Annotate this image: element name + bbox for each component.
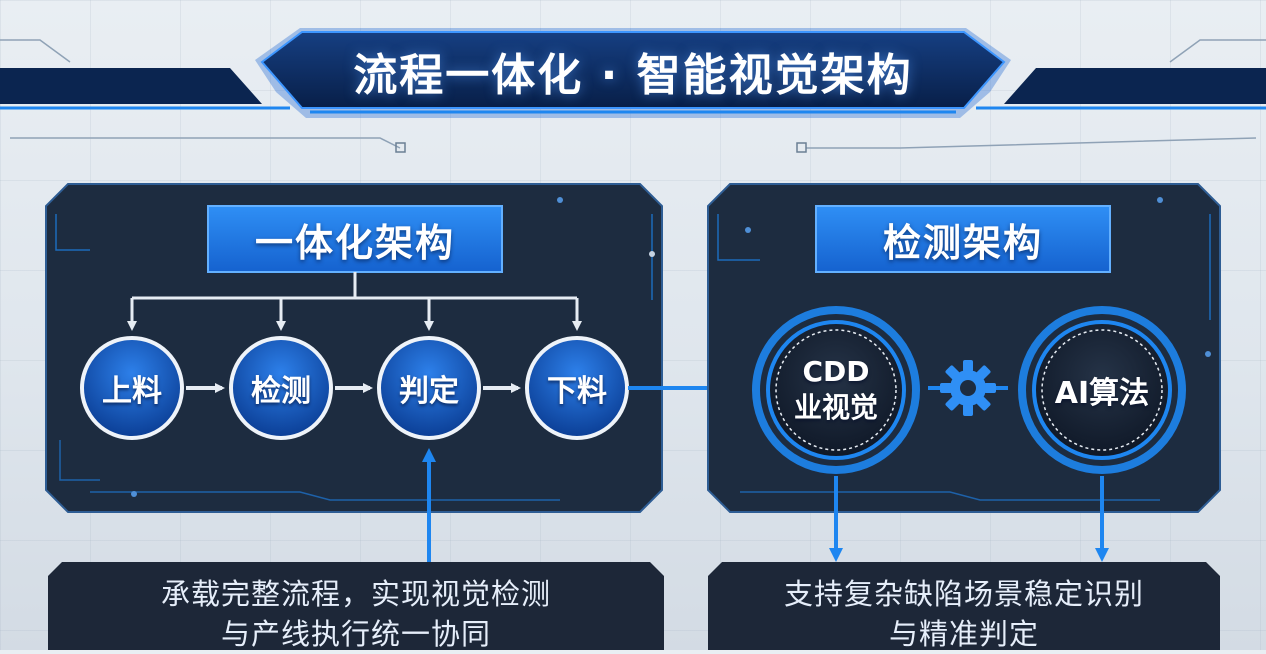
node-ai-circle (1018, 306, 1186, 474)
left-caption-line1: 承载完整流程，实现视觉检测 (160, 577, 551, 611)
gear-icon (928, 360, 1008, 416)
node-cdd: CDD 业视觉 (776, 330, 896, 450)
left-panel (45, 183, 663, 513)
right-panel-label: 检测架构 (882, 220, 1043, 265)
page-title: 流程一体化 · 智能视觉架构 (353, 50, 913, 101)
right-caption: 支持复杂缺陷场景稳定识别 与精准判定 (708, 574, 1220, 651)
node-xialiao: 下料 (547, 374, 607, 409)
right-panel-label-box (815, 205, 1111, 273)
left-caption: 承载完整流程，实现视觉检测 与产线执行统一协同 (48, 574, 664, 651)
node-panding-circle (377, 336, 481, 440)
right-caption-line2: 与精准判定 (888, 617, 1039, 651)
node-cdd-line1: CDD (802, 355, 870, 388)
node-shangliao: 上料 (102, 374, 162, 409)
node-shangliao-circle (80, 336, 184, 440)
node-jiance: 检测 (251, 374, 311, 409)
title-banner (0, 28, 1266, 153)
node-xialiao-circle (525, 336, 629, 440)
node-cdd-line2: 业视觉 (793, 391, 878, 424)
left-panel-label-box (207, 205, 503, 273)
node-panding: 判定 (399, 374, 459, 409)
node-jiance-circle (229, 336, 333, 440)
node-cdd-circle (752, 306, 920, 474)
left-caption-box (48, 562, 664, 650)
left-caption-line2: 与产线执行统一协同 (220, 617, 491, 651)
right-caption-box (708, 562, 1220, 650)
node-ai: AI算法 (1054, 376, 1150, 411)
left-panel-label: 一体化架构 (254, 220, 455, 265)
right-caption-line1: 支持复杂缺陷场景稳定识别 (783, 577, 1144, 611)
distribution-tree (127, 272, 582, 331)
